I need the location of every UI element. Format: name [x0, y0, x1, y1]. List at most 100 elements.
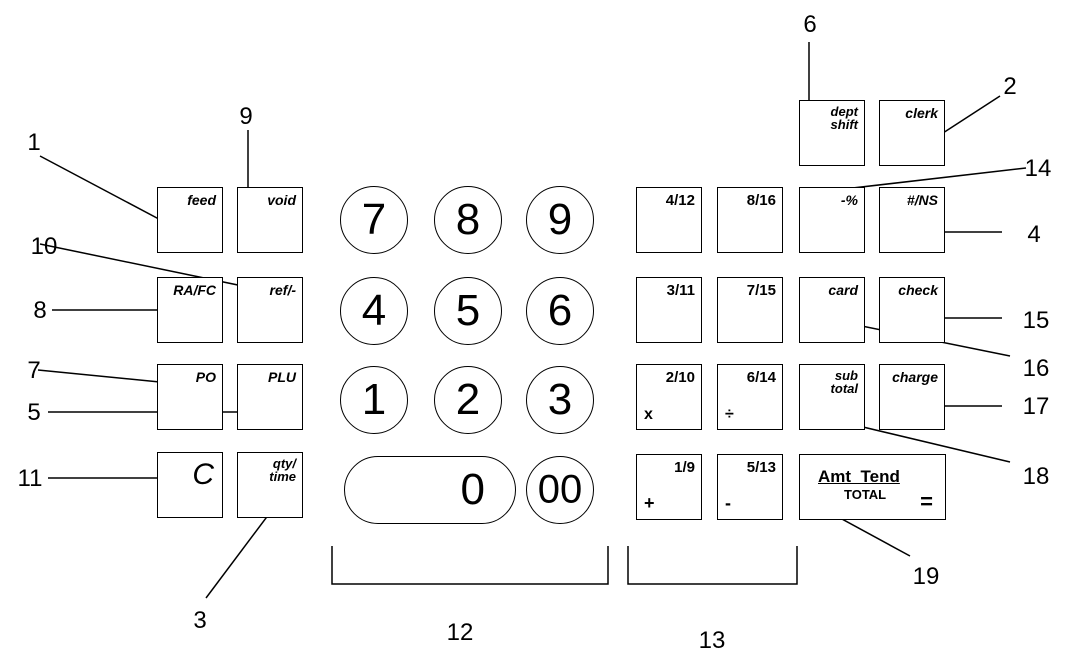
callout-5: 5: [27, 399, 40, 426]
callout-1: 1: [27, 129, 40, 156]
callout-8: 8: [33, 297, 46, 324]
digit-7-label: 7: [361, 195, 387, 244]
digit-2-label: 2: [455, 375, 481, 424]
digit-2-key[interactable]: 2: [434, 366, 502, 434]
ra-fc-key[interactable]: RA/FC: [157, 277, 223, 343]
dept-1-9-label: 1/9: [674, 459, 695, 476]
plu-key-label: PLU: [268, 369, 296, 385]
callout-7: 7: [27, 357, 40, 384]
ref-minus-key[interactable]: ref/-: [237, 277, 303, 343]
card-key-label: card: [828, 282, 858, 298]
feed-key-label: feed: [187, 192, 216, 208]
digit-3-key[interactable]: 3: [526, 366, 594, 434]
multiply-sign: x: [644, 406, 653, 423]
clerk-key[interactable]: clerk: [879, 100, 945, 166]
leader-line-1: [39, 155, 173, 227]
clear-key[interactable]: C: [157, 452, 223, 518]
dept-6-14-key[interactable]: 6/14 ÷: [717, 364, 783, 430]
total-label: TOTAL: [844, 487, 887, 502]
digit-00-label: 00: [537, 467, 583, 512]
digit-00-key[interactable]: 00: [526, 456, 594, 524]
group-brackets: [331, 546, 798, 585]
amt-tend-label: Amt Tend: [818, 467, 900, 486]
minus-sign: -: [725, 493, 731, 513]
ra-fc-key-label: RA/FC: [173, 282, 216, 298]
dept-1-9-key[interactable]: 1/9 +: [636, 454, 702, 520]
callout-numbers: 1 9 10 8 7 5 11 3 6 2 14 4 15 16 17 18 1…: [18, 11, 1052, 654]
equals-sign: =: [920, 489, 933, 514]
callout-2: 2: [1003, 73, 1016, 100]
charge-key[interactable]: charge: [879, 364, 945, 430]
digit-1-key[interactable]: 1: [340, 366, 408, 434]
callout-18: 18: [1023, 463, 1050, 490]
dept-3-11-key[interactable]: 3/11: [636, 277, 702, 343]
dept-2-10-key[interactable]: 2/10 x: [636, 364, 702, 430]
qty-time-key-label: qty/ time: [269, 456, 296, 484]
digit-5-label: 5: [455, 286, 481, 335]
clerk-key-label: clerk: [905, 105, 938, 121]
dept-shift-key[interactable]: dept shift: [799, 100, 865, 166]
dept-8-16-label: 8/16: [746, 192, 776, 209]
callout-17: 17: [1023, 393, 1050, 420]
po-key-label: PO: [195, 369, 216, 385]
callout-12: 12: [447, 619, 474, 646]
subtotal-label: sub total: [830, 368, 858, 396]
digit-6-label: 6: [547, 286, 573, 335]
dept-7-15-label: 7/15: [746, 282, 776, 299]
dept-shift-label: dept shift: [830, 104, 858, 132]
callout-11: 11: [18, 465, 43, 492]
digit-8-label: 8: [455, 195, 481, 244]
divide-sign: ÷: [725, 406, 734, 423]
digit-0-key[interactable]: 0: [344, 456, 516, 524]
leader-line-7: [37, 369, 181, 385]
void-key-label: void: [267, 192, 296, 208]
plu-key[interactable]: PLU: [237, 364, 303, 430]
callout-4: 4: [1027, 221, 1040, 248]
void-key[interactable]: void: [237, 187, 303, 253]
feed-key[interactable]: feed: [157, 187, 223, 253]
percent-minus-key[interactable]: -%: [799, 187, 865, 253]
dept-7-15-key[interactable]: 7/15: [717, 277, 783, 343]
ref-minus-key-label: ref/-: [269, 282, 296, 298]
dept-5-13-label: 5/13: [746, 459, 776, 476]
charge-key-label: charge: [892, 369, 938, 385]
callout-16: 16: [1023, 355, 1050, 382]
card-key[interactable]: card: [799, 277, 865, 343]
digit-9-label: 9: [547, 195, 573, 244]
po-key[interactable]: PO: [157, 364, 223, 430]
clear-key-label: C: [192, 458, 214, 491]
digit-1-label: 1: [361, 375, 387, 424]
digit-4-key[interactable]: 4: [340, 277, 408, 345]
no-sale-key[interactable]: #/NS: [879, 187, 945, 253]
digit-9-key[interactable]: 9: [526, 186, 594, 254]
dept-8-16-key[interactable]: 8/16: [717, 187, 783, 253]
leader-line-18: [841, 421, 1011, 463]
digit-5-key[interactable]: 5: [434, 277, 502, 345]
no-sale-label: #/NS: [906, 192, 938, 208]
digit-4-label: 4: [361, 286, 387, 335]
percent-minus-label: -%: [840, 192, 858, 208]
dept-3-11-label: 3/11: [666, 282, 695, 299]
digit-6-key[interactable]: 6: [526, 277, 594, 345]
bracket-department-keys: [627, 546, 798, 585]
dept-4-12-key[interactable]: 4/12: [636, 187, 702, 253]
dept-2-10-label: 2/10: [665, 369, 695, 386]
callout-6: 6: [803, 11, 816, 38]
digit-3-label: 3: [547, 375, 573, 424]
subtotal-key[interactable]: sub total: [799, 364, 865, 430]
check-key[interactable]: check: [879, 277, 945, 343]
callout-14: 14: [1025, 155, 1052, 182]
callout-3: 3: [193, 607, 206, 634]
dept-5-13-key[interactable]: 5/13-: [717, 454, 783, 520]
digit-8-key[interactable]: 8: [434, 186, 502, 254]
amt-tend-total-key[interactable]: Amt Tend TOTAL =: [799, 454, 946, 520]
leader-line-3: [205, 501, 279, 599]
leader-line-10: [39, 243, 263, 291]
dept-6-14-label: 6/14: [746, 369, 776, 386]
check-key-label: check: [898, 282, 938, 298]
digit-7-key[interactable]: 7: [340, 186, 408, 254]
qty-time-key[interactable]: qty/ time: [237, 452, 303, 518]
callout-19: 19: [913, 563, 940, 590]
plus-sign: +: [644, 493, 655, 513]
bracket-numeric-keypad: [331, 546, 609, 585]
